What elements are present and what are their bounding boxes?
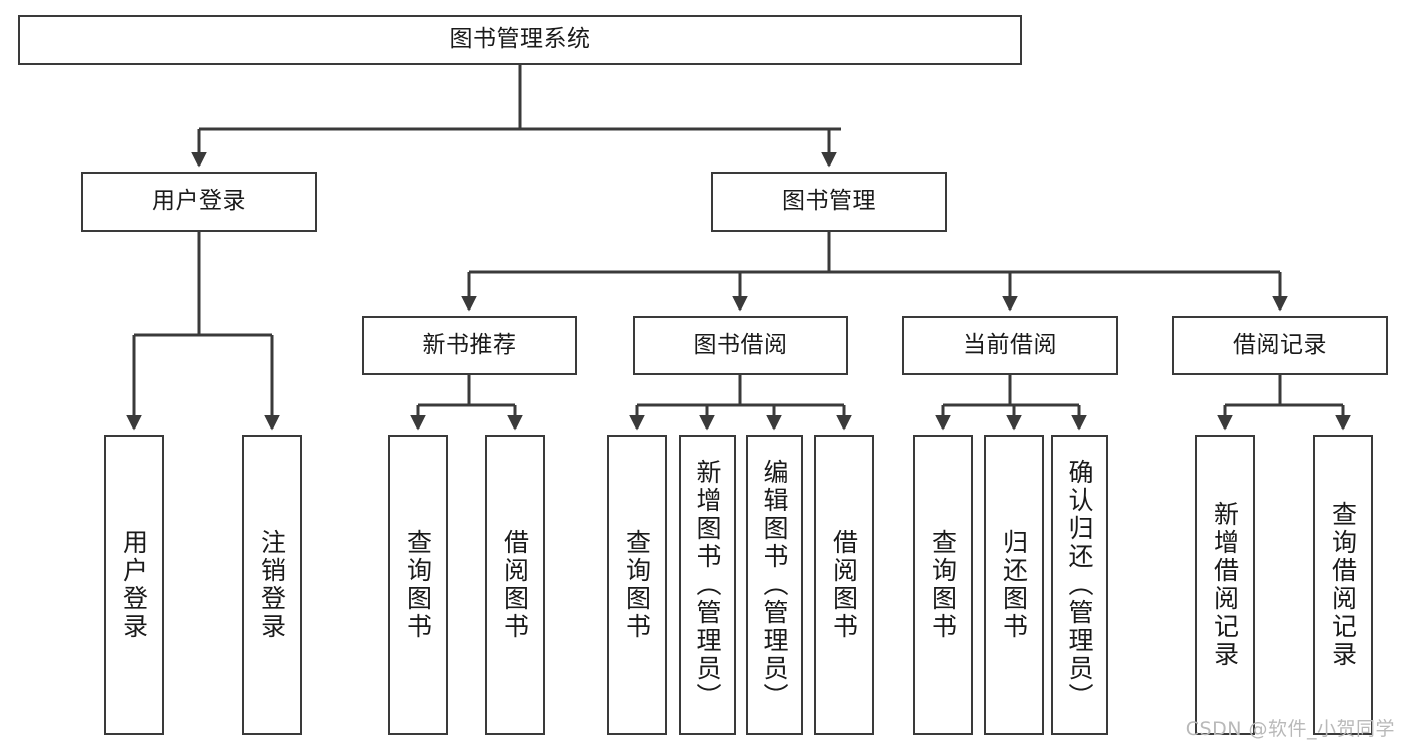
node-user-login[interactable]: 用户登录 bbox=[81, 172, 317, 232]
node-leaf-logout[interactable]: 注销登录 bbox=[242, 435, 302, 735]
node-new-book-rec[interactable]: 新书推荐 bbox=[362, 316, 577, 375]
node-label: 确认归还（管理员） bbox=[1065, 459, 1094, 711]
node-borrow-record[interactable]: 借阅记录 bbox=[1172, 316, 1388, 375]
node-leaf-query-book-2[interactable]: 查询图书 bbox=[607, 435, 667, 735]
node-label: 查询借阅记录 bbox=[1328, 501, 1358, 669]
node-label: 图书管理系统 bbox=[449, 26, 591, 53]
node-root[interactable]: 图书管理系统 bbox=[18, 15, 1022, 65]
node-leaf-query-book-1[interactable]: 查询图书 bbox=[388, 435, 448, 735]
node-leaf-return-book[interactable]: 归还图书 bbox=[984, 435, 1044, 735]
node-label: 用户登录 bbox=[152, 188, 246, 215]
node-label: 图书借阅 bbox=[693, 331, 788, 358]
node-leaf-edit-book-admin[interactable]: 编辑图书（管理员） bbox=[746, 435, 803, 735]
node-current-borrow[interactable]: 当前借阅 bbox=[902, 316, 1118, 375]
node-leaf-query-borrow-record[interactable]: 查询借阅记录 bbox=[1313, 435, 1373, 735]
node-leaf-query-book-3[interactable]: 查询图书 bbox=[913, 435, 973, 735]
node-book-manage[interactable]: 图书管理 bbox=[711, 172, 947, 232]
node-label: 查询图书 bbox=[403, 529, 433, 641]
node-label: 借阅记录 bbox=[1233, 331, 1327, 358]
node-label: 当前借阅 bbox=[963, 331, 1057, 358]
node-label: 归还图书 bbox=[999, 529, 1029, 641]
node-label: 图书管理 bbox=[782, 188, 876, 215]
node-label: 新增图书（管理员） bbox=[693, 459, 722, 711]
node-leaf-add-book-admin[interactable]: 新增图书（管理员） bbox=[679, 435, 736, 735]
node-label: 借阅图书 bbox=[500, 529, 530, 641]
node-label: 用户登录 bbox=[119, 529, 149, 641]
node-leaf-add-borrow-record[interactable]: 新增借阅记录 bbox=[1195, 435, 1255, 735]
node-label: 编辑图书（管理员） bbox=[760, 459, 789, 711]
node-leaf-user-login[interactable]: 用户登录 bbox=[104, 435, 164, 735]
watermark-text: CSDN @软件_小贺同学 bbox=[1185, 718, 1395, 740]
node-label: 查询图书 bbox=[622, 529, 652, 641]
node-leaf-borrow-book-1[interactable]: 借阅图书 bbox=[485, 435, 545, 735]
node-label: 新增借阅记录 bbox=[1210, 501, 1240, 669]
node-label: 新书推荐 bbox=[422, 331, 517, 358]
node-book-borrow[interactable]: 图书借阅 bbox=[633, 316, 848, 375]
node-label: 借阅图书 bbox=[829, 529, 859, 641]
node-leaf-borrow-book-2[interactable]: 借阅图书 bbox=[814, 435, 874, 735]
node-leaf-confirm-return-admin[interactable]: 确认归还（管理员） bbox=[1051, 435, 1108, 735]
node-label: 查询图书 bbox=[928, 529, 958, 641]
node-label: 注销登录 bbox=[257, 529, 287, 641]
